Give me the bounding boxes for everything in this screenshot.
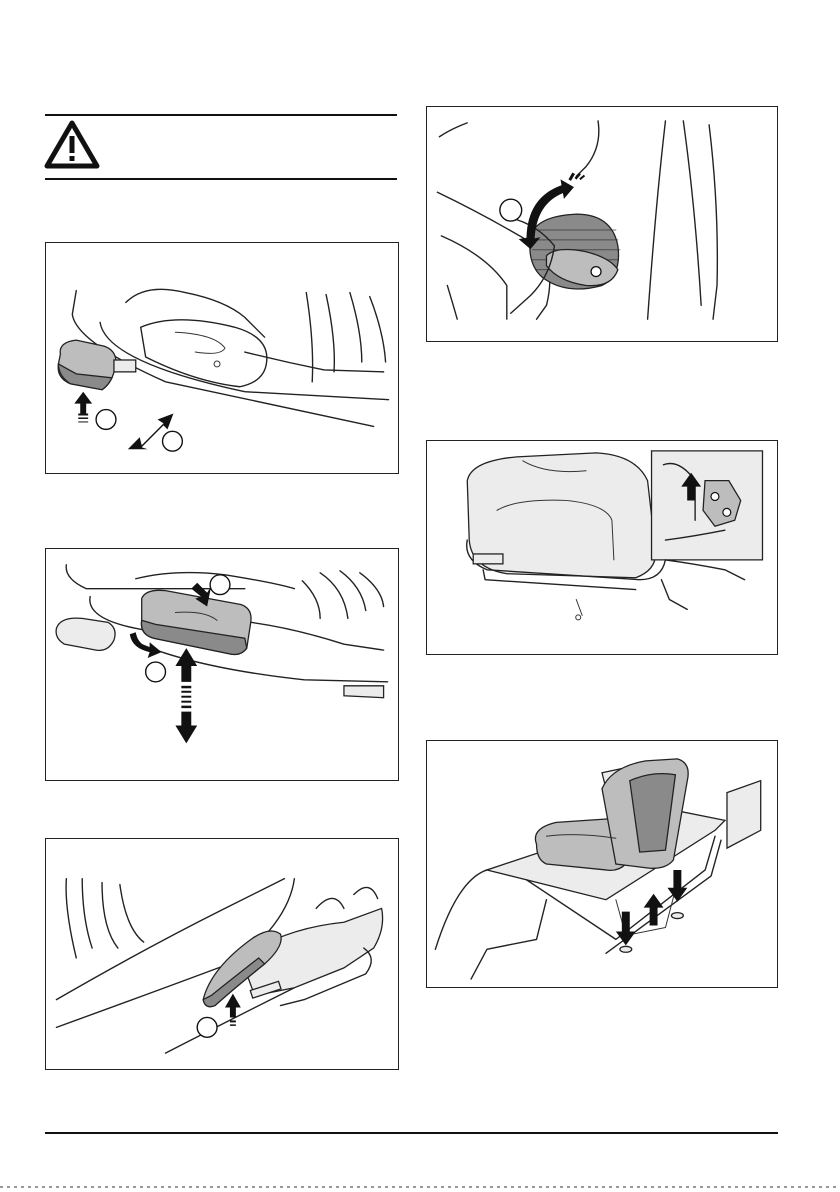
armrest-lever-illustration: [46, 243, 398, 473]
up-arrow: [225, 994, 241, 1018]
figure-seat-lever: [45, 838, 399, 1070]
figure-armrest-height: [45, 548, 399, 781]
backrest-knob-illustration: [427, 107, 777, 341]
warning-bottom-rule: [45, 178, 397, 180]
callout-circle: [146, 662, 166, 682]
figure-seat-latch: [426, 440, 778, 655]
figure-backrest-knob: [426, 106, 778, 342]
armrest-height-illustration: [46, 549, 398, 780]
callout-circle: [197, 1017, 217, 1037]
footer-rule: [45, 1132, 778, 1134]
callout-circle: [163, 431, 183, 451]
seat-latch-illustration: [427, 441, 777, 654]
callout-circle: [210, 575, 230, 595]
up-arrow: [644, 894, 664, 926]
figure-seat-mount: [426, 740, 778, 988]
warning-triangle-icon: [44, 120, 100, 170]
scan-edge: [0, 1186, 840, 1188]
warning-top-rule: [45, 114, 397, 116]
figure-armrest-lever: [45, 242, 399, 474]
down-arrow: [616, 912, 636, 946]
up-arrow: [74, 392, 92, 414]
seat-lever-illustration: [46, 839, 398, 1069]
callout-circle: [500, 199, 522, 221]
double-vertical-arrow: [175, 648, 197, 743]
seat-mount-illustration: [427, 741, 777, 987]
callout-circle: [96, 410, 116, 430]
